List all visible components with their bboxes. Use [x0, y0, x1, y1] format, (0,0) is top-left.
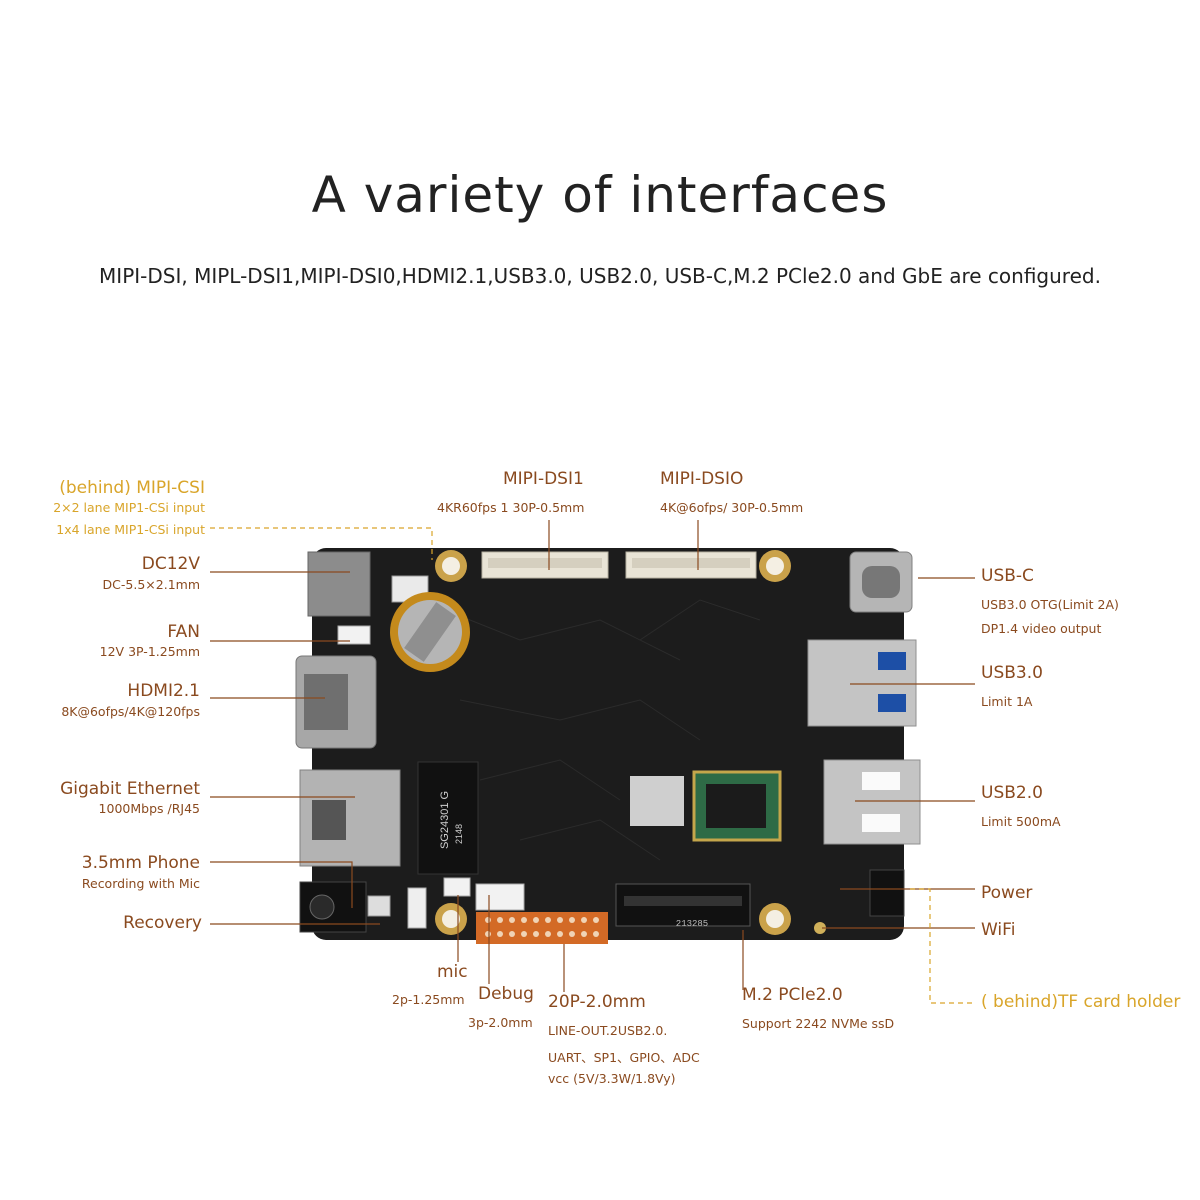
- usbc-label: USB-C: [981, 566, 1034, 586]
- debug-spec: 3p-2.0mm: [468, 1015, 533, 1030]
- lan-chip-label: SG24301 G: [439, 791, 451, 849]
- dc-jack: [307, 551, 371, 617]
- hdmi-spec: 8K@6ofps/4K@120fps: [61, 704, 200, 719]
- debug-label: Debug: [478, 984, 534, 1004]
- m2-label: M.2 PCle2.0: [742, 985, 843, 1005]
- usbc-spec-2: DP1.4 video output: [981, 621, 1102, 636]
- hdmi-label: HDMI2.1: [127, 681, 200, 701]
- m2-code: 213285: [676, 919, 708, 929]
- usb2-spec: Limit 500mA: [981, 814, 1061, 829]
- dc12v-label: DC12V: [141, 554, 200, 574]
- power-label: Power: [981, 883, 1033, 903]
- mipi-csi-spec-2: 1x4 lane MIP1-CSi input: [56, 522, 205, 537]
- gpio-header: [476, 912, 608, 944]
- fan-header: [337, 625, 371, 645]
- recovery-button: [367, 895, 391, 917]
- phone-spec: Recording with Mic: [81, 876, 200, 891]
- debug-connector: [475, 883, 525, 911]
- m2-spec: Support 2242 NVMe ssD: [742, 1016, 895, 1031]
- fan-spec: 12V 3P-1.25mm: [99, 644, 200, 659]
- mic-label: mic: [437, 962, 468, 982]
- ethernet-spec: 1000Mbps /RJ45: [98, 801, 200, 816]
- lan-chip: [417, 761, 479, 875]
- fan-label: FAN: [167, 622, 200, 642]
- tf-card-label: ( behind)TF card holder: [981, 992, 1181, 1012]
- gpio-spec-1: LINE-OUT.2USB2.0.: [548, 1023, 668, 1038]
- power-header: [869, 869, 905, 917]
- dsi1-label: MIPI-DSI1: [503, 469, 584, 489]
- dc12v-spec: DC-5.5×2.1mm: [102, 577, 200, 592]
- usb3-spec: Limit 1A: [981, 694, 1033, 709]
- pcb-traces: [419, 599, 761, 861]
- ethernet-label: Gigabit Ethernet: [60, 779, 200, 799]
- usb2-label: USB2.0: [981, 783, 1043, 803]
- mounting-holes: [435, 550, 791, 935]
- mipi-csi-label: (behind) MIPI-CSI: [59, 478, 205, 498]
- page-subtitle: MIPI-DSI, MIPL-DSI1,MIPI-DSI0,HDMI2.1,US…: [99, 264, 1101, 288]
- usbc-spec-1: USB3.0 OTG(Limit 2A): [981, 597, 1119, 612]
- gpio-spec-2: UART、SP1、GPIO、ADC: [548, 1050, 700, 1065]
- mipi-csi-spec-1: 2×2 lane MIP1-CSi input: [53, 500, 205, 515]
- mic-spec: 2p-1.25mm: [392, 992, 465, 1007]
- phone-label: 3.5mm Phone: [81, 853, 200, 873]
- wifi-antenna: [814, 922, 826, 934]
- dsi0-label: MIPI-DSIO: [660, 469, 744, 489]
- gpio-spec-3: vcc (5V/3.3W/1.8Vy): [548, 1071, 676, 1086]
- mic-connector: [443, 877, 471, 897]
- gpio-label: 20P-2.0mm: [548, 992, 646, 1012]
- dsi0-spec: 4K@6ofps/ 30P-0.5mm: [660, 500, 804, 515]
- usb3-label: USB3.0: [981, 663, 1043, 683]
- recovery-label: Recovery: [123, 913, 202, 933]
- soc-shield: [630, 776, 684, 826]
- wifi-label: WiFi: [981, 920, 1016, 940]
- page-title: A variety of interfaces: [311, 166, 889, 224]
- dsi1-spec: 4KR60fps 1 30P-0.5mm: [437, 500, 585, 515]
- lan-chip-code: 2148: [454, 824, 464, 844]
